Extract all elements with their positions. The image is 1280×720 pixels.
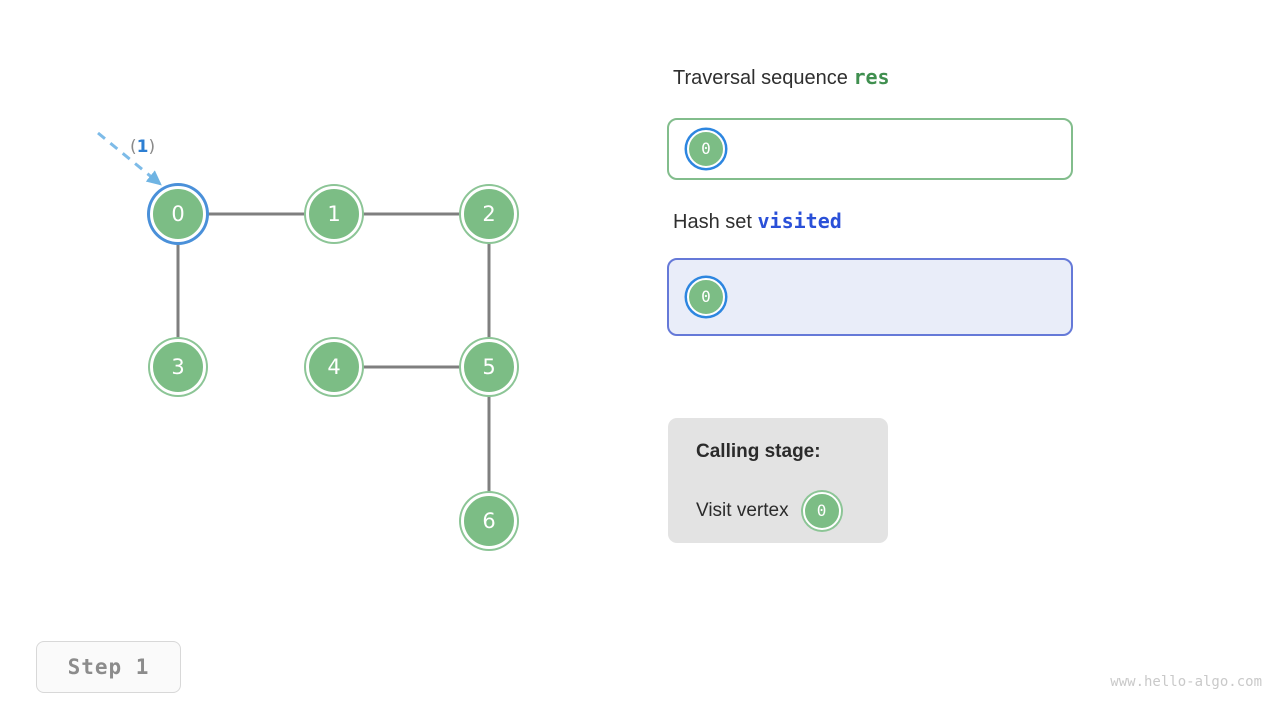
graph-node-3[interactable]: 3 <box>150 339 206 395</box>
pointer-label-number: 1 <box>136 137 149 157</box>
visited-caption-text: Hash set <box>673 211 752 233</box>
graph-node-4[interactable]: 4 <box>306 339 362 395</box>
pointer-label-open-paren: ( <box>130 137 137 157</box>
calling-stage-row: Visit vertex 0 <box>696 492 841 530</box>
right-panel: Traversal sequence res 0 Hash set visite… <box>667 0 1087 720</box>
graph-panel: (1) 0 1 2 3 4 5 6 <box>97 131 517 549</box>
graph-node-6[interactable]: 6 <box>461 493 517 549</box>
calling-stage-action: Visit vertex <box>696 500 789 521</box>
calling-stage-title: Calling stage: <box>696 441 821 462</box>
watermark: www.hello-algo.com <box>1110 674 1262 690</box>
graph-edges-svg <box>97 131 491 493</box>
graph-node-1[interactable]: 1 <box>306 186 362 242</box>
visited-item-0[interactable]: 0 <box>687 278 725 316</box>
pointer-arrow-icon <box>97 131 162 186</box>
calling-stage-vertex-node: 0 <box>802 492 841 530</box>
res-caption: Traversal sequence res <box>673 65 890 90</box>
visited-set-box: 0 <box>667 258 1073 336</box>
step-badge: Step 1 <box>36 641 181 693</box>
res-item-0[interactable]: 0 <box>687 130 725 168</box>
graph-node-5[interactable]: 5 <box>461 339 517 395</box>
res-caption-text: Traversal sequence <box>673 67 848 89</box>
graph-node-0[interactable]: 0 <box>150 186 206 242</box>
res-caption-code: res <box>853 65 890 89</box>
pointer-label-close-paren: ) <box>148 137 156 157</box>
pointer-label: (1) <box>130 137 155 157</box>
res-sequence-box: 0 <box>667 118 1073 180</box>
visited-caption-code: visited <box>757 209 842 233</box>
calling-stage-box: Calling stage: Visit vertex 0 <box>668 418 888 543</box>
visited-caption: Hash set visited <box>673 209 842 234</box>
graph-node-2[interactable]: 2 <box>461 186 517 242</box>
